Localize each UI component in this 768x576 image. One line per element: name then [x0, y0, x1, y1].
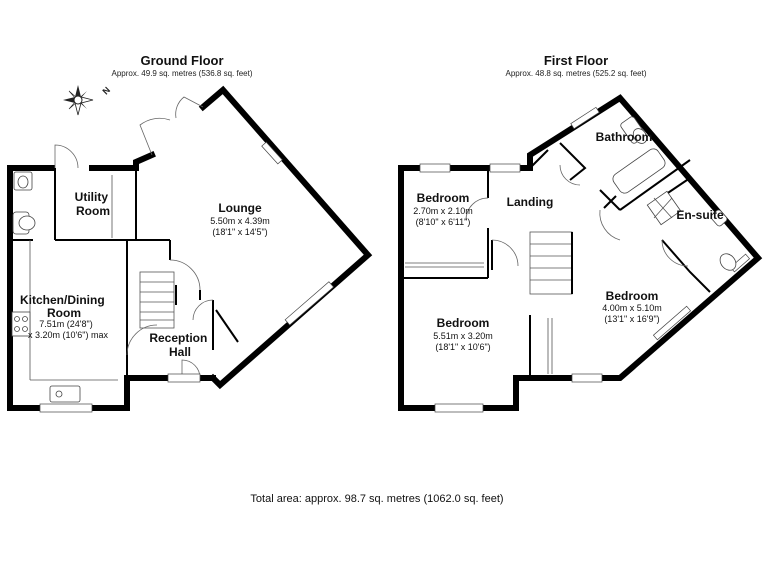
bedroom-small-dim1: 2.70m x 2.10m	[413, 206, 473, 216]
room-label-bedroom-main: Bedroom	[606, 289, 659, 303]
room-label-kitchen: Kitchen/Dining Room	[20, 293, 108, 320]
kitchen-name-line2: Room	[47, 306, 81, 320]
room-label-lounge: Lounge	[218, 201, 262, 215]
utility-name-line1: Utility	[75, 190, 109, 204]
bedroom-main-dim2: (13'1" x 16'9")	[604, 314, 659, 324]
total-area: Total area: approx. 98.7 sq. metres (106…	[250, 493, 503, 505]
reception-name-line2: Hall	[169, 345, 191, 359]
reception-name-line1: Reception	[149, 331, 207, 345]
first-floor-area: Approx. 48.8 sq. metres (525.2 sq. feet)	[506, 69, 647, 78]
room-label-landing: Landing	[507, 195, 554, 209]
kitchen-name-line1: Kitchen/Dining	[20, 293, 105, 307]
first-floor-plan: First Floor Approx. 48.8 sq. metres (525…	[398, 53, 763, 413]
bedroom-small-dim2: (8'10" x 6'11")	[416, 217, 471, 227]
room-label-ensuite: En-suite	[676, 208, 724, 222]
utility-name-line2: Room	[76, 204, 110, 218]
kitchen-dim2: x 3.20m (10'6") max	[28, 330, 108, 340]
room-label-bedroom-small: Bedroom	[417, 191, 470, 205]
room-label-bathroom: Bathroom	[596, 130, 653, 144]
first-floor-title: First Floor	[544, 53, 608, 68]
compass-icon	[63, 85, 94, 116]
bedroom-large-dim2: (18'1" x 10'6")	[435, 342, 490, 352]
room-label-bedroom-large: Bedroom	[437, 316, 490, 330]
compass-north-label: N	[100, 85, 112, 97]
bedroom-large-dim1: 5.51m x 3.20m	[433, 331, 493, 341]
bedroom-main-dim1: 4.00m x 5.10m	[602, 303, 662, 313]
room-label-utility: Utility Room	[75, 190, 112, 218]
kitchen-dim1: 7.51m (24'8")	[39, 319, 92, 329]
room-label-reception: Reception Hall	[149, 331, 210, 359]
ground-floor-area: Approx. 49.9 sq. metres (536.8 sq. feet)	[112, 69, 253, 78]
ground-floor-plan: Ground Floor Approx. 49.9 sq. metres (53…	[7, 53, 373, 413]
lounge-dim2: (18'1" x 14'5")	[212, 227, 267, 237]
lounge-dim1: 5.50m x 4.39m	[210, 216, 270, 226]
ground-floor-title: Ground Floor	[140, 53, 223, 68]
